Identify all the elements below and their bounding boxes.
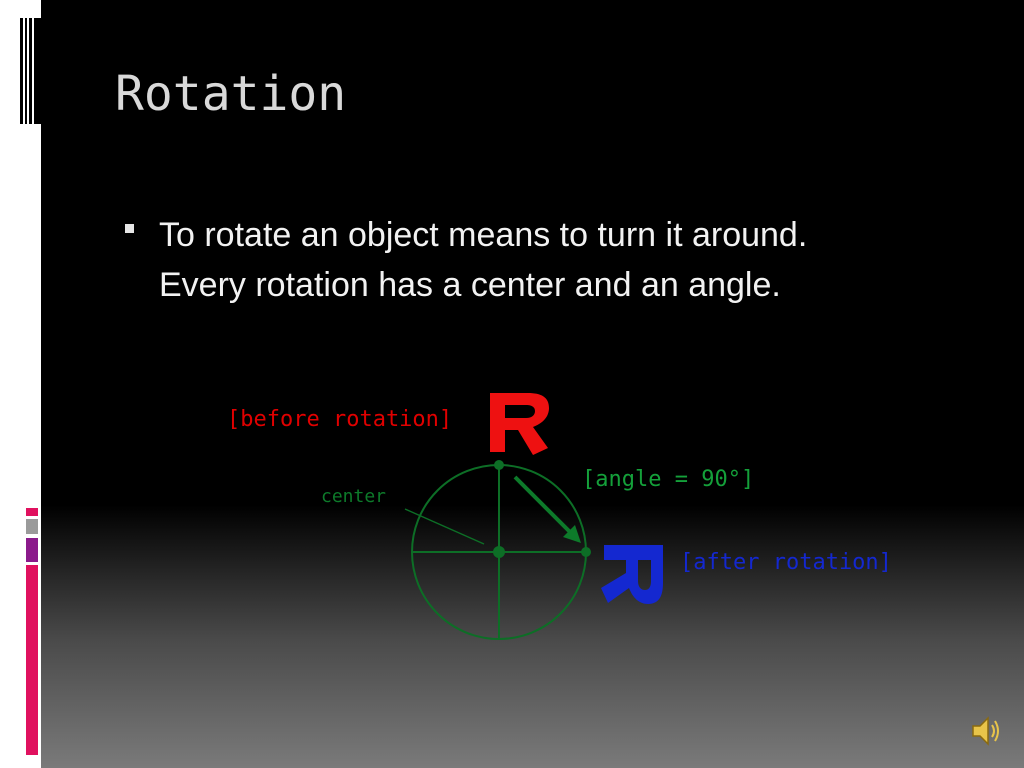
rotation-diagram: [before rotation] center [angle = 90°] [… <box>215 385 915 650</box>
top-left-decoration <box>20 18 41 124</box>
bullet-marker <box>125 224 134 233</box>
center-point <box>493 546 505 558</box>
right-point <box>581 547 591 557</box>
label-before-rotation: [before rotation] <box>227 407 453 432</box>
label-after-rotation: [after rotation] <box>680 550 892 575</box>
bullet-line-2: Every rotation has a center and an angle… <box>159 266 781 304</box>
bullet-text: To rotate an object means to turn it aro… <box>159 210 989 310</box>
bottom-left-decoration <box>26 505 41 760</box>
bullet-line-1: To rotate an object means to turn it aro… <box>159 216 808 254</box>
r-after-rotation <box>601 545 663 604</box>
top-point <box>494 460 504 470</box>
label-angle: [angle = 90°] <box>582 467 755 492</box>
label-center: center <box>321 486 387 507</box>
speaker-icon[interactable] <box>970 714 1002 748</box>
rotation-arrow-shaft <box>513 475 577 539</box>
rotation-diagram-graphic <box>404 393 663 640</box>
center-pointer-line <box>404 508 485 545</box>
r-before-rotation <box>490 393 549 455</box>
rotation-arrow-head <box>563 525 581 543</box>
slide-title: Rotation <box>115 66 347 122</box>
